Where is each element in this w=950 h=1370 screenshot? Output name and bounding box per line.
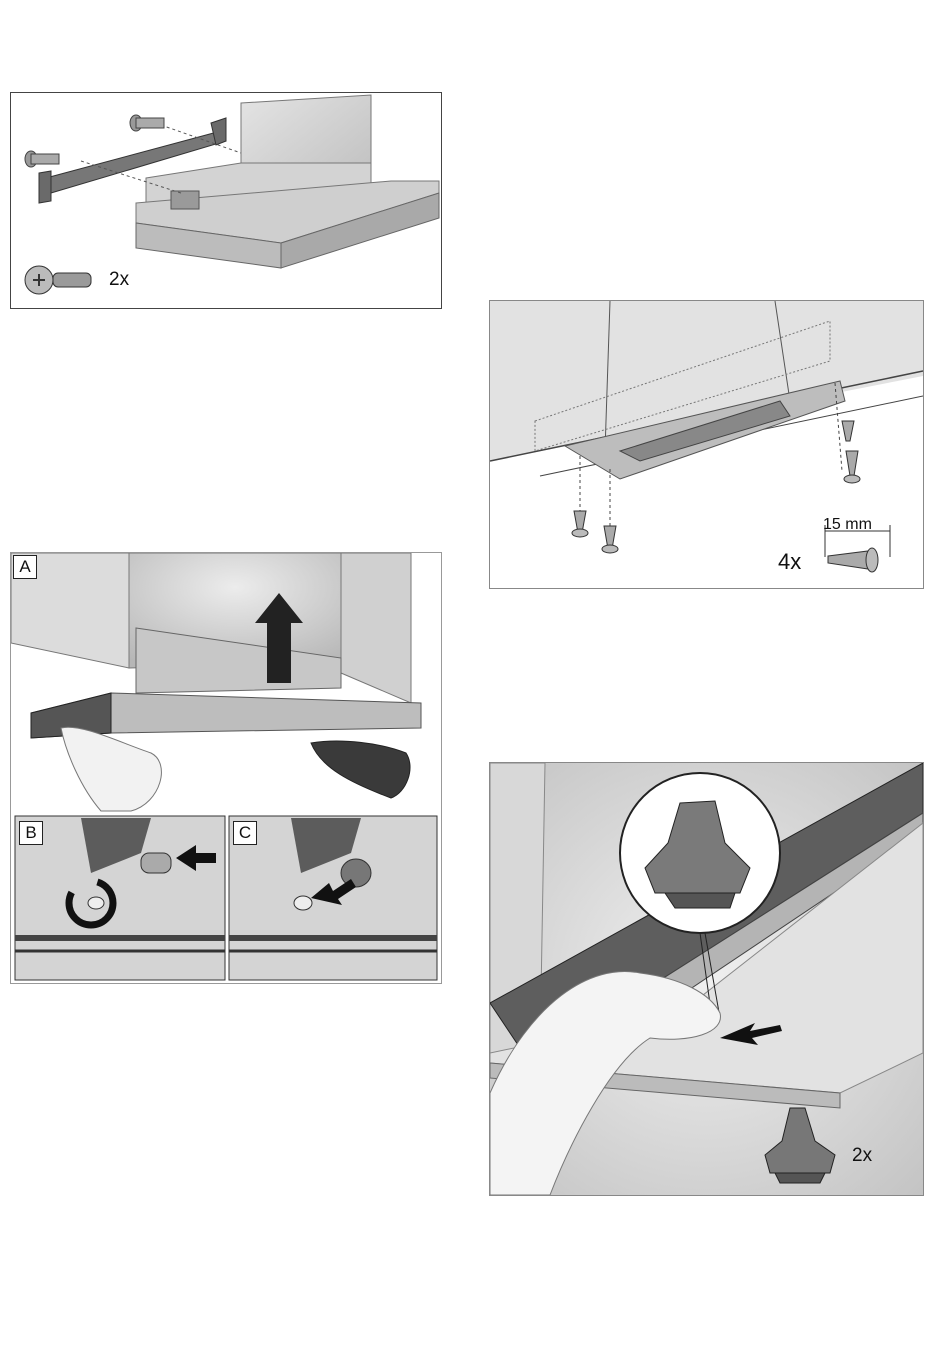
screw-legend-icon	[25, 266, 91, 294]
bracket-illustration	[11, 93, 441, 308]
step-c-tag: C	[233, 821, 257, 845]
panel-illustration	[11, 553, 441, 983]
figure-remove-panel: A B C	[10, 552, 442, 984]
screw-icon	[25, 151, 59, 167]
screw-length-label: 15 mm	[823, 516, 872, 534]
clip-illustration	[490, 763, 923, 1195]
quantity-label: 2x	[852, 1145, 872, 1167]
figure-clip-fitting: 2x	[489, 762, 924, 1196]
quantity-label: 4x	[778, 549, 801, 575]
figure-mount-bracket: 2x	[10, 92, 442, 309]
figure-ceiling-screws: 15 mm 4x	[489, 300, 924, 589]
step-a-tag: A	[13, 555, 37, 579]
ceiling-illustration	[490, 301, 923, 588]
quantity-label: 2x	[109, 269, 129, 291]
step-b-tag: B	[19, 821, 43, 845]
